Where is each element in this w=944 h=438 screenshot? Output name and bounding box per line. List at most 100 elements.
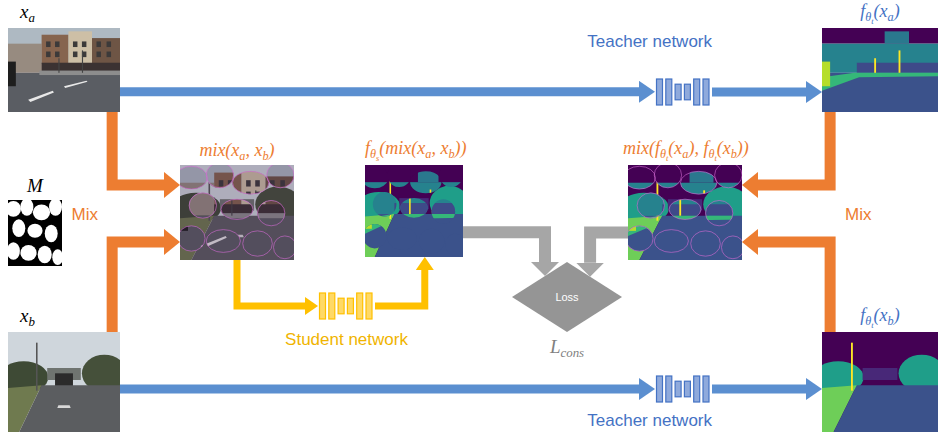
- mask-blob: [38, 246, 52, 264]
- mask-blob: [20, 245, 36, 261]
- network-layer: [666, 79, 672, 105]
- mask-blob: [243, 231, 273, 256]
- picture-part: [365, 182, 463, 214]
- network-label: Student network: [285, 330, 408, 350]
- mask-blob: [706, 200, 733, 225]
- picture-part: [628, 165, 742, 183]
- segmentation-image-picture: [628, 165, 742, 260]
- picture-part: [96, 52, 100, 58]
- picture-part: [822, 73, 938, 91]
- segmentation-image-picture: [822, 332, 938, 432]
- connector-arrow: [120, 87, 639, 96]
- picture-overlay: [628, 165, 742, 260]
- picture-part: [57, 405, 70, 408]
- connector-arrow: [237, 260, 305, 306]
- picture-part: [73, 52, 77, 58]
- text-run: (x: [874, 305, 888, 325]
- picture-part: [628, 216, 742, 236]
- picture-part: [64, 81, 88, 88]
- mask-blob: [27, 224, 42, 238]
- input-image-picture: [8, 28, 120, 112]
- network-layer: [657, 376, 663, 402]
- mask-blob: [8, 201, 21, 217]
- mask-blob: [715, 165, 742, 188]
- segmentation-image: fθt(xa): [822, 28, 938, 112]
- mixed-image: mix(xa, xb): [180, 165, 294, 260]
- picture-part: [863, 368, 898, 380]
- picture-part: [180, 165, 294, 260]
- picture-part: [19, 385, 120, 432]
- picture-part: [394, 203, 463, 214]
- connector-arrow: [758, 242, 830, 332]
- text-run: ), f: [688, 138, 708, 158]
- picture-base: [365, 165, 463, 257]
- subscript: θt: [865, 314, 873, 328]
- picture-part: [822, 28, 938, 44]
- diamond-shape: [512, 262, 622, 332]
- mask-blob: [628, 226, 653, 251]
- mask-blob: [258, 200, 285, 225]
- segmentation-image-picture: [822, 28, 938, 112]
- text-run: f: [365, 138, 370, 158]
- mask-blob: [33, 204, 50, 220]
- picture-part: [58, 58, 59, 73]
- picture-part: [365, 214, 463, 257]
- text-run: , x: [245, 140, 262, 160]
- subscript: θt: [708, 147, 716, 161]
- loss-diamond: LossLcons: [512, 262, 622, 332]
- subscript: cons: [560, 345, 584, 360]
- picture-part: [46, 41, 50, 47]
- subscript: b: [448, 147, 454, 161]
- network-layer: [666, 376, 672, 402]
- picture-part: [409, 198, 411, 214]
- text-run: , x: [431, 138, 448, 158]
- text-run: (x: [874, 1, 888, 21]
- picture-part: [822, 44, 938, 73]
- network-layer: [329, 293, 335, 319]
- picture-part: [8, 73, 120, 112]
- picture-part: [822, 73, 938, 112]
- picture-part: [834, 385, 938, 432]
- network-layer: [694, 79, 700, 105]
- picture-part: [628, 165, 742, 260]
- picture-part: [857, 63, 938, 73]
- mask-blob: [637, 193, 664, 218]
- mask-blob: [12, 219, 25, 237]
- subscript: t: [871, 320, 873, 329]
- mask-blob: [654, 230, 688, 253]
- network-icon: Teacher network: [655, 375, 712, 403]
- picture-part: [107, 52, 111, 58]
- picture-part: [874, 58, 876, 73]
- image-label: xb: [20, 305, 35, 330]
- text-run: L: [550, 336, 561, 357]
- subscript: θs: [370, 147, 379, 161]
- picture-part: [662, 204, 742, 215]
- connector-arrow: [758, 112, 830, 185]
- mask-outline: [180, 165, 294, 259]
- picture-part: [690, 169, 714, 183]
- picture-part: [55, 52, 59, 58]
- loss-text: Loss: [555, 291, 578, 304]
- network-layer: [684, 381, 690, 397]
- subscript: a: [28, 10, 34, 25]
- connector-arrow: [463, 232, 545, 262]
- text-run: )): [737, 138, 749, 158]
- network-label: Teacher network: [587, 411, 712, 431]
- segmentation-image: fθt(xb): [822, 332, 938, 432]
- picture-part: [28, 91, 54, 102]
- subscript: b: [888, 314, 894, 328]
- subscript: t: [714, 153, 716, 162]
- image-label: mix(fθt(xa), fθt(xb)): [623, 138, 749, 163]
- picture-part: [82, 41, 86, 47]
- edge-label: Mix: [843, 205, 873, 225]
- picture-part: [365, 202, 372, 229]
- picture-part: [36, 343, 38, 391]
- mask-outline: [628, 165, 742, 259]
- connector-arrow: [590, 232, 628, 262]
- subscript: θt: [865, 10, 873, 24]
- text-run: M: [27, 175, 43, 196]
- connector-arrow: [120, 385, 639, 394]
- subscript: b: [28, 314, 34, 329]
- mask-blob: [221, 199, 253, 219]
